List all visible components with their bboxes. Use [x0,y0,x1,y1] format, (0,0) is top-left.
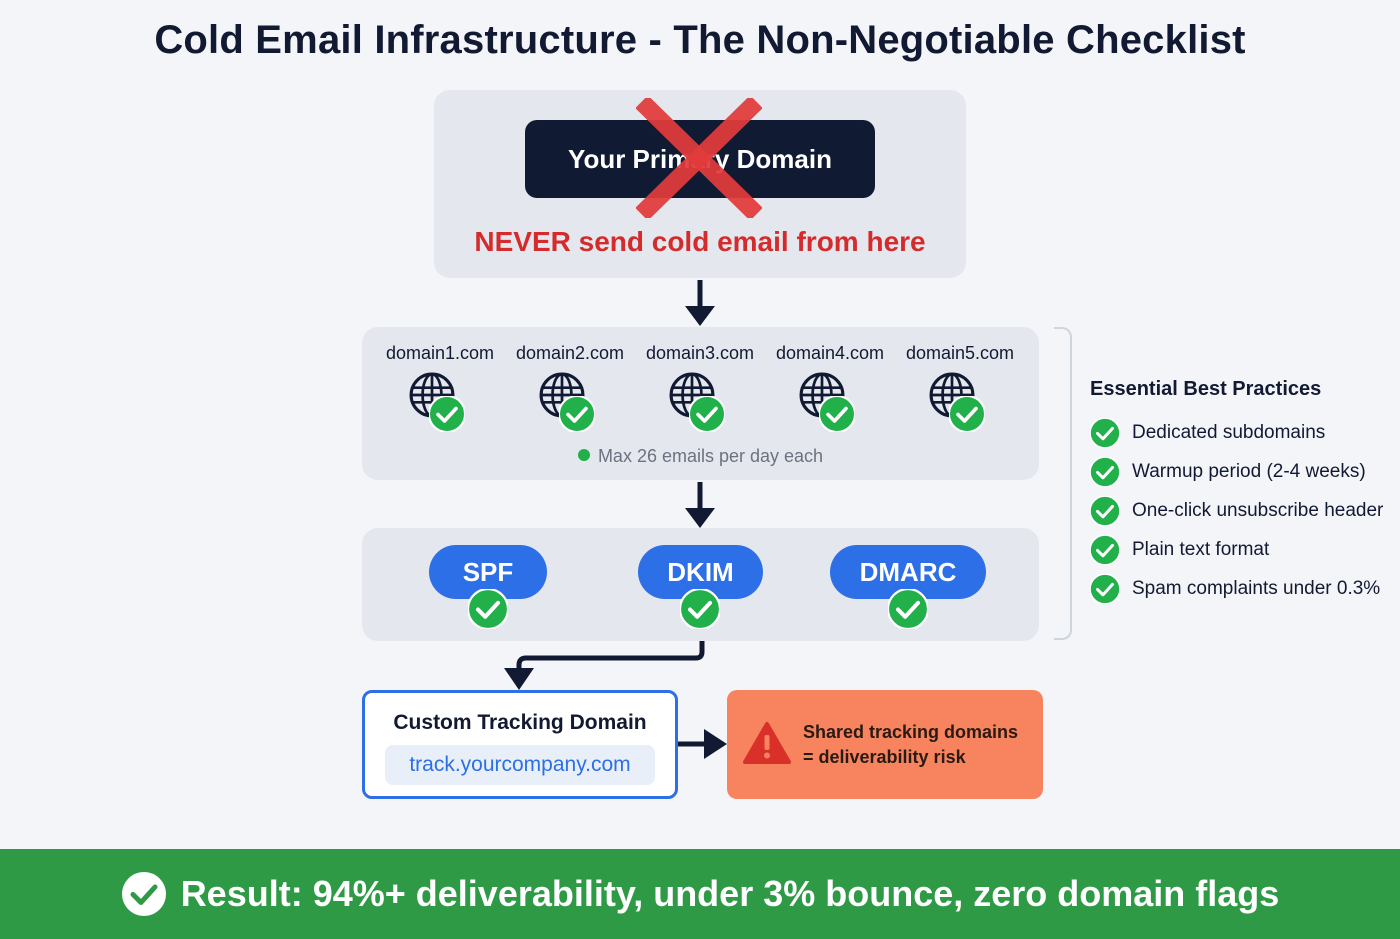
result-text: Result: 94%+ deliverability, under 3% bo… [180,873,1280,914]
domain-label: domain3.com [645,343,755,363]
check-icon [689,396,725,432]
best-practice-label: Warmup period (2-4 weeks) [1132,460,1366,482]
warning-line-1: Shared tracking domains [803,722,1019,742]
max-emails-text: Max 26 emails per day each [597,446,824,466]
check-icon [1090,417,1120,448]
warning-icon [743,722,791,764]
best-practice-item: One-click unsubscribe header [1090,491,1383,530]
check-icon [429,396,465,432]
check-icon [559,396,595,432]
check-icon [1090,534,1120,565]
domain-label: domain2.com [515,343,625,363]
domain-item: domain3.com [635,343,765,434]
best-practices-bracket [1054,327,1072,640]
check-icon [949,396,985,432]
shared-tracking-warning-box: Shared tracking domains = deliverability… [727,690,1043,799]
tracking-domain-title: Custom Tracking Domain [393,711,647,734]
best-practice-item: Spam complaints under 0.3% [1090,569,1383,608]
best-practice-item: Plain text format [1090,530,1383,569]
domain-label: domain5.com [905,343,1015,363]
check-icon [888,589,928,629]
best-practice-label: Spam complaints under 0.3% [1132,577,1381,599]
best-practice-item: Dedicated subdomains [1090,413,1383,452]
page-title: Cold Email Infrastructure - The Non-Nego… [154,18,1246,62]
check-icon [1090,573,1120,604]
domain-item: domain2.com [505,343,635,434]
check-circle-icon [121,872,166,916]
domain-item: domain4.com [765,343,895,434]
check-icon [468,589,508,629]
check-icon [1090,456,1120,487]
warning-line-2: = deliverability risk [803,747,966,767]
result-bar: Result: 94%+ deliverability, under 3% bo… [0,849,1400,939]
best-practice-item: Warmup period (2-4 weeks) [1090,452,1383,491]
domain-label: domain4.com [775,343,885,363]
spf-label: SPF [462,556,514,587]
check-icon [819,396,855,432]
best-practices-list: Essential Best Practices Dedicated subdo… [1090,378,1383,608]
warning-text: Shared tracking domains = deliverability… [803,720,1018,770]
check-icon [680,589,720,629]
domain-item: domain1.com [375,343,505,434]
dkim-label: DKIM [667,556,734,587]
domain-label: domain1.com [385,343,495,363]
custom-tracking-domain-box: Custom Tracking Domain track.yourcompany… [362,690,678,799]
tracking-domain-url: track.yourcompany.com [385,745,655,785]
dmarc-label: DMARC [859,556,957,587]
best-practices-title: Essential Best Practices [1090,378,1322,400]
red-cross-icon [636,98,762,218]
domain-item: domain5.com [895,343,1025,434]
check-icon [1090,495,1120,526]
best-practice-label: Plain text format [1132,538,1270,560]
green-dot-icon [577,449,590,461]
best-practice-label: Dedicated subdomains [1132,421,1326,443]
never-send-warning: NEVER send cold email from here [474,226,926,257]
best-practice-label: One-click unsubscribe header [1132,499,1384,521]
max-emails-note: Max 26 emails per day each [362,446,1039,467]
